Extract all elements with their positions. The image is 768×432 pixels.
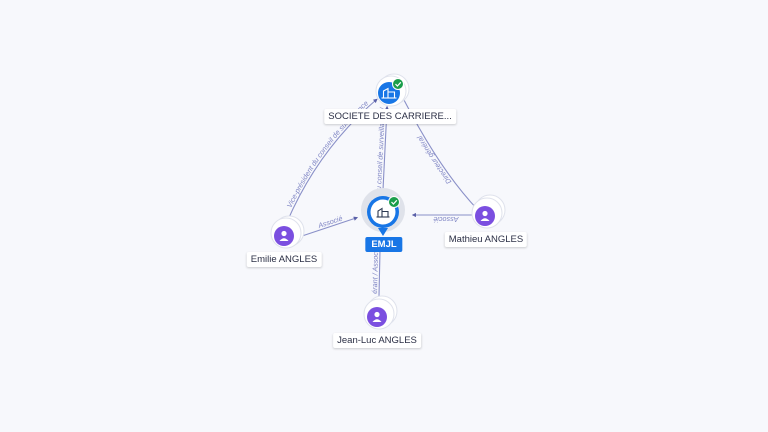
node-mathieu[interactable] bbox=[471, 194, 506, 229]
node-label-jeanluc[interactable]: Jean-Luc ANGLES bbox=[333, 333, 421, 348]
node-label-mathieu[interactable]: Mathieu ANGLES bbox=[444, 232, 528, 247]
node-label-emilie[interactable]: Emilie ANGLES bbox=[246, 252, 322, 267]
node-jeanluc[interactable] bbox=[363, 295, 398, 330]
node-label-emjl[interactable]: EMJL bbox=[365, 237, 403, 252]
building-icon bbox=[381, 87, 397, 99]
verified-check-icon bbox=[388, 196, 400, 208]
node-emjl[interactable] bbox=[361, 188, 405, 236]
person-icon bbox=[279, 230, 289, 241]
person-icon bbox=[480, 210, 490, 221]
node-societe[interactable] bbox=[375, 73, 410, 107]
person-icon bbox=[372, 311, 382, 322]
building-icon bbox=[376, 207, 390, 218]
edge-label-emjl-societe: Membre du conseil de surveillance / Prés… bbox=[0, 0, 387, 190]
verified-check-icon bbox=[392, 78, 404, 90]
edge-label-mathieu-emjl: Associé bbox=[433, 215, 459, 224]
edge-jeanluc-emjl[interactable] bbox=[378, 249, 381, 297]
node-label-societe[interactable]: SOCIETE DES CARRIERE... bbox=[324, 109, 456, 124]
edge-label-emilie-emjl: Associé bbox=[316, 214, 344, 231]
edge-emilie-emjl[interactable] bbox=[301, 216, 359, 237]
edge-label-mathieu-societe: Directeur général bbox=[415, 134, 453, 186]
node-emilie[interactable] bbox=[270, 215, 305, 249]
